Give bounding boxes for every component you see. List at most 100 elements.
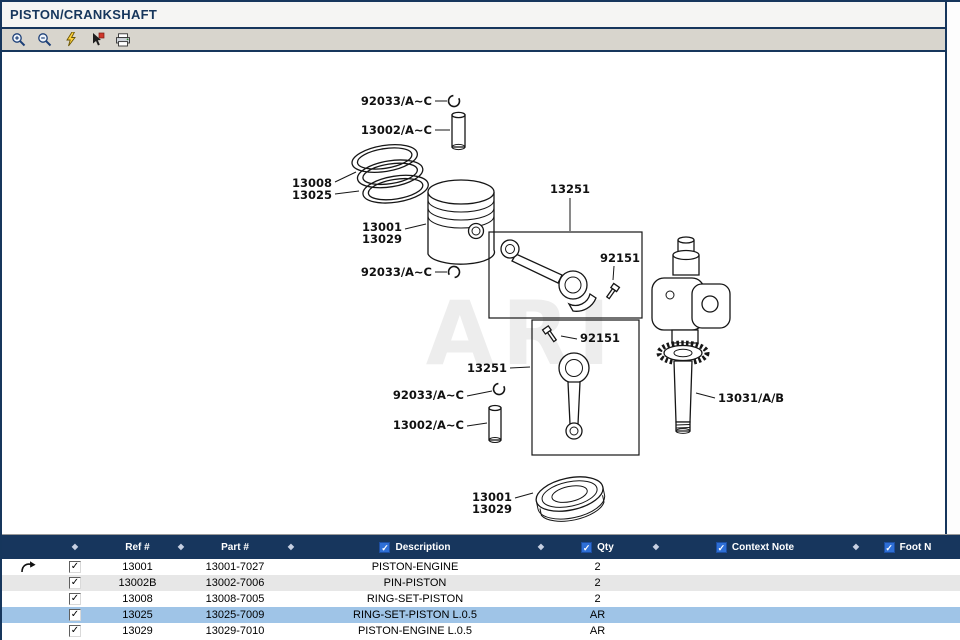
conrod-2-drawing bbox=[509, 325, 590, 440]
row-action-cell bbox=[0, 591, 55, 607]
diagram-label-piston-13029[interactable]: 13029 bbox=[362, 232, 402, 246]
header-context-note-label: Context Note bbox=[731, 541, 795, 553]
ref-cell: 13025 bbox=[122, 609, 153, 621]
header-qty-label: Qty bbox=[597, 541, 614, 553]
jump-arrow-icon[interactable] bbox=[20, 561, 36, 573]
context-note-column-checkbox[interactable]: ✓ bbox=[715, 541, 727, 553]
row-select-cell: ✓ bbox=[55, 607, 95, 623]
qty-cell: AR bbox=[589, 625, 606, 637]
page-title: PISTON/CRANKSHAFT bbox=[10, 7, 158, 22]
window-top-border bbox=[0, 0, 960, 2]
row-action-cell bbox=[0, 607, 55, 623]
hotspot-button[interactable] bbox=[87, 31, 107, 48]
row-checkbox[interactable]: ✓ bbox=[69, 609, 81, 621]
conrod-box-2 bbox=[531, 319, 640, 456]
diagram-label-bolt-bottom[interactable]: 92151 bbox=[580, 331, 620, 345]
diagram-label-circlip-bottom[interactable]: 92033/A~C bbox=[393, 388, 464, 402]
foot-note-cell bbox=[855, 591, 960, 607]
piston-pin-bottom-drawing bbox=[466, 404, 502, 443]
diagram-label-ring-13008[interactable]: 13008 bbox=[292, 176, 332, 190]
diagram-area: ARI 92033/A~C 13002/A~C bbox=[2, 52, 945, 534]
header-ref-label: Ref # bbox=[125, 541, 150, 553]
row-action-cell bbox=[0, 623, 55, 639]
diagram-label-piston-13001[interactable]: 13001 bbox=[362, 220, 402, 234]
context-note-cell bbox=[655, 607, 855, 623]
table-row[interactable]: ✓ 13001 13001-7027 PISTON-ENGINE 2 bbox=[0, 559, 960, 575]
qty-column-checkbox[interactable]: ✓ bbox=[581, 541, 593, 553]
row-action-cell bbox=[0, 575, 55, 591]
table-row[interactable]: ✓ 13029 13029-7010 PISTON-ENGINE L.0.5 A… bbox=[0, 623, 960, 639]
zoom-out-button[interactable] bbox=[35, 31, 55, 48]
title-bar: PISTON/CRANKSHAFT bbox=[2, 2, 945, 29]
description-column-checkbox[interactable]: ✓ bbox=[379, 541, 391, 553]
table-row[interactable]: ✓ 13008 13008-7005 RING-SET-PISTON 2 bbox=[0, 591, 960, 607]
table-row[interactable]: ✓ 13002B 13002-7006 PIN-PISTON 2 bbox=[0, 575, 960, 591]
part-cell: 13008-7005 bbox=[205, 593, 265, 605]
piston-2-drawing bbox=[535, 476, 606, 522]
quick-zoom-button[interactable] bbox=[61, 31, 81, 48]
diagram-label-bolt-top[interactable]: 92151 bbox=[600, 251, 640, 265]
diagram-label-ring-13025[interactable]: 13025 bbox=[292, 188, 332, 202]
diagram-label-circlip-top[interactable]: 92033/A~C bbox=[361, 94, 432, 108]
diagram-label-pin-top[interactable]: 13002/A~C bbox=[361, 123, 432, 137]
zoom-in-button[interactable] bbox=[9, 31, 29, 48]
header-context-note[interactable]: ✓ Context Note ◆ bbox=[655, 535, 859, 559]
row-checkbox[interactable]: ✓ bbox=[69, 561, 81, 573]
row-checkbox[interactable]: ✓ bbox=[69, 625, 81, 637]
parts-table: ◆ Ref # ◆ Part # ◆ ✓ Description ◆ ✓ Qty… bbox=[0, 534, 960, 640]
part-cell: 13001-7027 bbox=[205, 561, 265, 573]
part-cell: 13025-7009 bbox=[205, 609, 265, 621]
header-description-label: Description bbox=[395, 541, 451, 553]
diagram-label-conrod-top[interactable]: 13251 bbox=[550, 182, 590, 196]
printer-icon bbox=[116, 32, 130, 46]
print-button[interactable] bbox=[113, 31, 133, 48]
diagram-label-crankshaft[interactable]: 13031/A/B bbox=[718, 391, 784, 405]
zoom-in-icon bbox=[12, 33, 26, 47]
row-action-cell bbox=[0, 559, 55, 575]
row-select-cell: ✓ bbox=[55, 591, 95, 607]
conrod-box-1 bbox=[488, 231, 643, 319]
window-left-border bbox=[0, 0, 2, 640]
row-checkbox[interactable]: ✓ bbox=[69, 593, 81, 605]
ref-cell: 13008 bbox=[122, 593, 153, 605]
sort-icon: ◆ bbox=[177, 542, 184, 551]
qty-cell: 2 bbox=[594, 577, 601, 589]
foot-note-cell bbox=[855, 607, 960, 623]
part-cell: 13002-7006 bbox=[205, 577, 265, 589]
diagram-label-conrod-bottom[interactable]: 13251 bbox=[467, 361, 507, 375]
sort-icon: ◆ bbox=[652, 542, 659, 551]
header-select-column[interactable]: ◆ bbox=[55, 535, 95, 559]
circlip-top-drawing bbox=[435, 94, 461, 108]
header-description[interactable]: ✓ Description ◆ bbox=[290, 535, 544, 559]
circlip-bottom-drawing bbox=[466, 382, 506, 397]
right-gutter bbox=[947, 0, 960, 534]
diagram-label-piston2-13001[interactable]: 13001 bbox=[472, 490, 512, 504]
hotspot-pointer-icon bbox=[92, 32, 104, 46]
table-row-selected[interactable]: ✓ 13025 13025-7009 RING-SET-PISTON L.0.5… bbox=[0, 607, 960, 623]
ring-set-drawing bbox=[351, 144, 429, 204]
header-part[interactable]: Part # ◆ bbox=[180, 535, 294, 559]
qty-cell: 2 bbox=[594, 593, 601, 605]
header-ref[interactable]: Ref # ◆ bbox=[95, 535, 184, 559]
exploded-parts-drawing: ARI 92033/A~C 13002/A~C bbox=[292, 94, 784, 522]
context-note-cell bbox=[655, 591, 855, 607]
header-action-column bbox=[0, 535, 55, 559]
crankshaft-drawing bbox=[651, 236, 731, 434]
diagram-label-pin-bottom[interactable]: 13002/A~C bbox=[393, 418, 464, 432]
diagram-right-border bbox=[945, 0, 947, 534]
zoom-out-icon bbox=[38, 33, 52, 47]
ref-cell: 13001 bbox=[122, 561, 153, 573]
diagram-label-circlip-mid[interactable]: 92033/A~C bbox=[361, 265, 432, 279]
qty-cell: 2 bbox=[594, 561, 601, 573]
context-note-cell bbox=[655, 559, 855, 575]
table-header-row: ◆ Ref # ◆ Part # ◆ ✓ Description ◆ ✓ Qty… bbox=[0, 535, 960, 559]
header-qty[interactable]: ✓ Qty ◆ bbox=[540, 535, 659, 559]
sort-icon: ◆ bbox=[537, 542, 544, 551]
diagram-label-piston2-13029[interactable]: 13029 bbox=[472, 502, 512, 516]
foot-note-column-checkbox[interactable]: ✓ bbox=[883, 541, 895, 553]
context-note-cell bbox=[655, 623, 855, 639]
row-checkbox[interactable]: ✓ bbox=[69, 577, 81, 589]
desc-cell: PIN-PISTON bbox=[383, 577, 447, 589]
header-foot-note[interactable]: ✓ Foot N bbox=[855, 535, 960, 559]
